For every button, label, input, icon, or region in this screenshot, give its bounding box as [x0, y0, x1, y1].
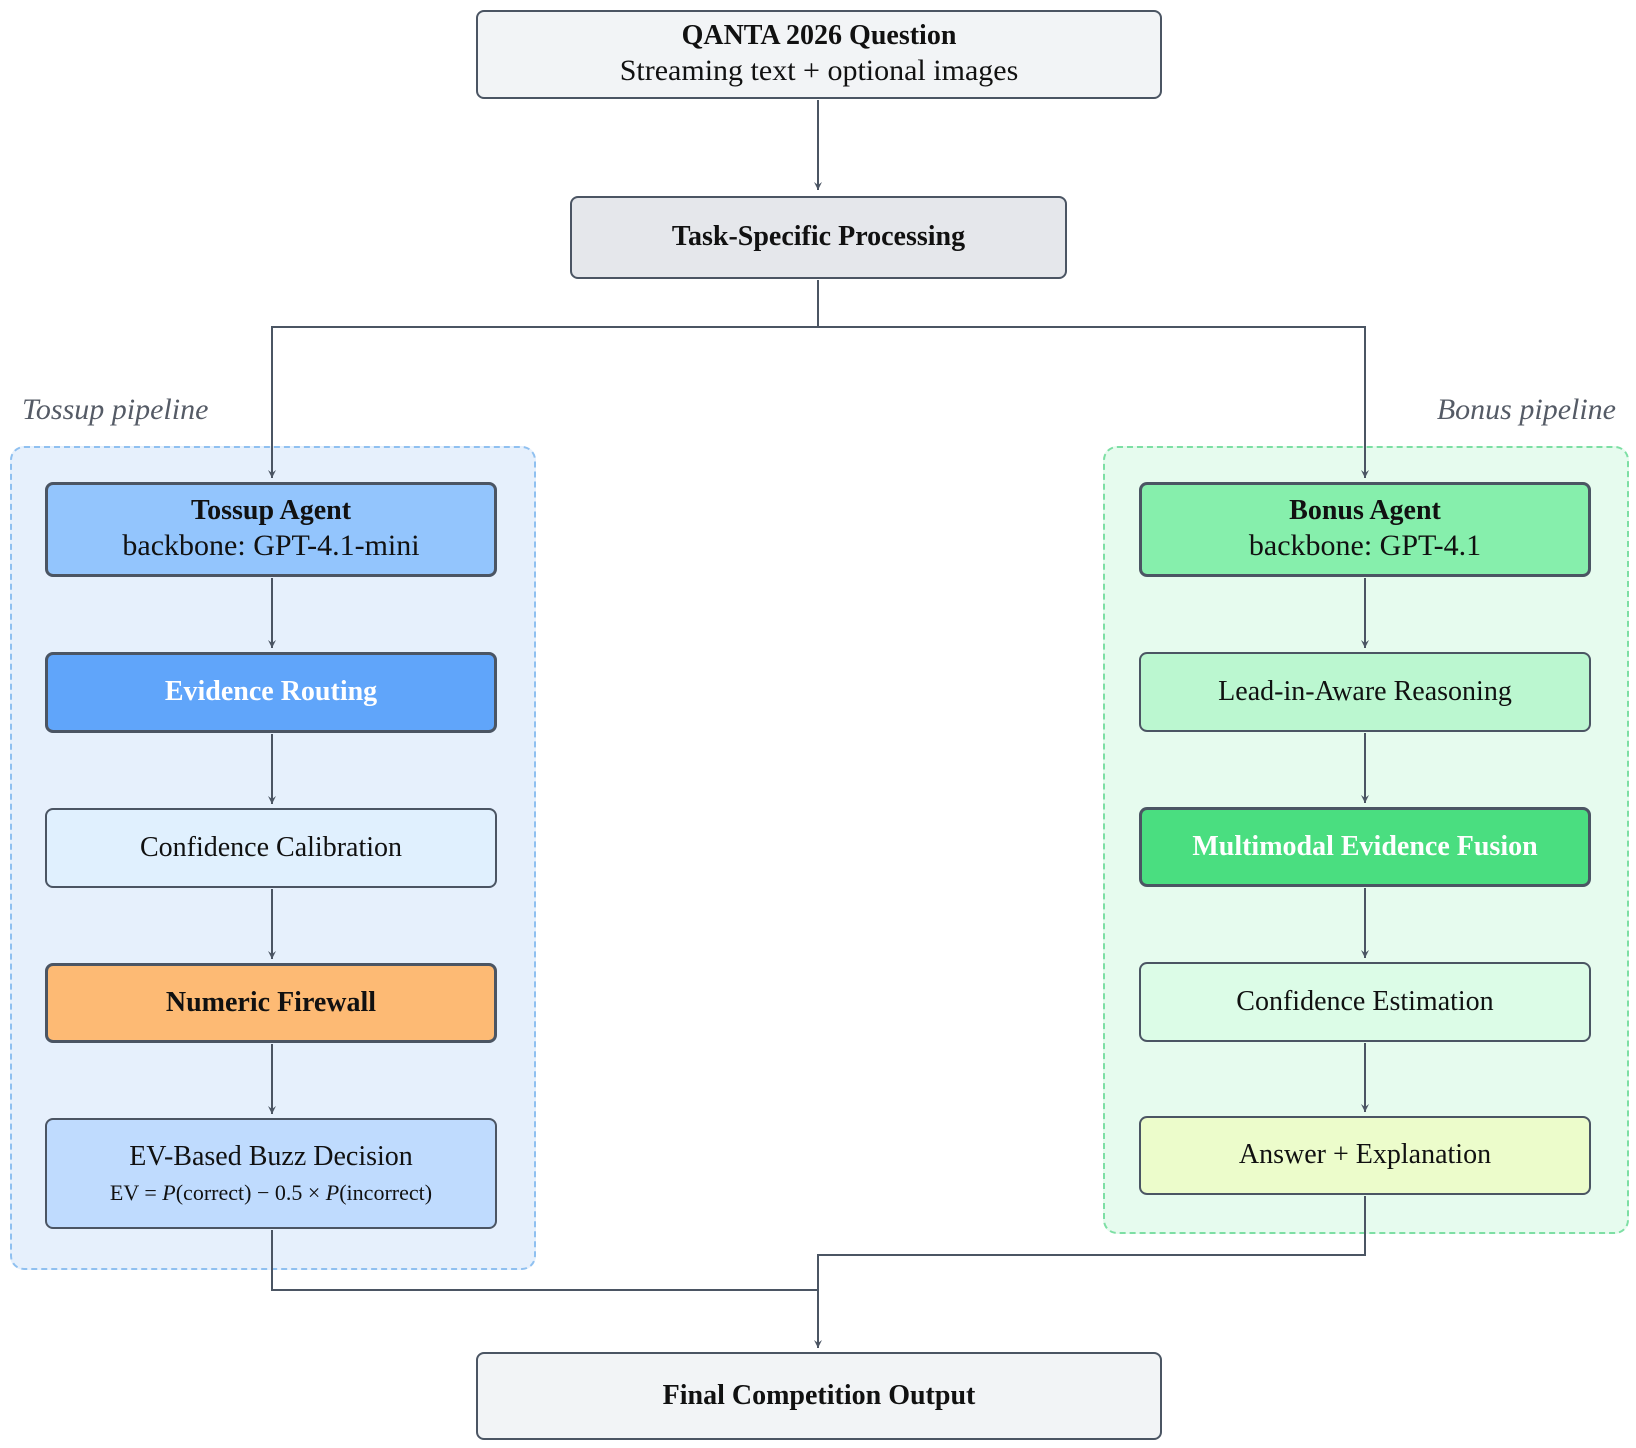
- ev-formula: EV = P(correct) − 0.5 × P(incorrect): [110, 1180, 432, 1207]
- bonus-agent-subtitle: backbone: GPT-4.1: [1248, 529, 1482, 563]
- evidence-routing-node: Evidence Routing: [45, 652, 497, 733]
- lead-in-label: Lead-in-Aware Reasoning: [1218, 675, 1512, 707]
- ev-formula-eq: =: [138, 1180, 163, 1206]
- edge-processing-to-bonus-agent: [818, 326, 1369, 478]
- question-node: QANTA 2026 Question Streaming text + opt…: [476, 10, 1162, 99]
- ev-formula-arg1: (correct): [175, 1180, 252, 1206]
- confidence-calibration-node: Confidence Calibration: [45, 808, 497, 888]
- edge-processing-to-tossup-agent: [268, 280, 819, 478]
- answer-label: Answer + Explanation: [1238, 1139, 1492, 1171]
- confidence-calibration-label: Confidence Calibration: [139, 831, 403, 863]
- question-subtitle: Streaming text + optional images: [619, 54, 1019, 88]
- edge-answer-to-final: [814, 1196, 1366, 1348]
- processing-label: Task-Specific Processing: [671, 221, 966, 253]
- tossup-agent-node: Tossup Agent backbone: GPT-4.1-mini: [45, 482, 497, 577]
- confidence-estimation-label: Confidence Estimation: [1236, 985, 1494, 1017]
- ev-formula-arg2: (incorrect): [339, 1180, 433, 1206]
- ev-decision-node: EV-Based Buzz Decision EV = P(correct) −…: [45, 1118, 497, 1229]
- processing-node: Task-Specific Processing: [570, 196, 1067, 279]
- tossup-agent-subtitle: backbone: GPT-4.1-mini: [122, 529, 420, 563]
- ev-formula-p1: P: [162, 1180, 176, 1206]
- edge-ev-decision-to-final: [271, 1230, 818, 1291]
- numeric-firewall-node: Numeric Firewall: [45, 963, 497, 1043]
- ev-formula-lhs: EV: [109, 1180, 139, 1206]
- question-title: QANTA 2026 Question: [681, 20, 957, 52]
- bonus-agent-node: Bonus Agent backbone: GPT-4.1: [1139, 482, 1591, 577]
- evidence-routing-label: Evidence Routing: [164, 676, 378, 708]
- tossup-pipeline-label: Tossup pipeline: [22, 393, 209, 426]
- answer-node: Answer + Explanation: [1139, 1116, 1591, 1195]
- multimodal-fusion-node: Multimodal Evidence Fusion: [1139, 807, 1591, 887]
- multimodal-fusion-label: Multimodal Evidence Fusion: [1192, 830, 1538, 862]
- ev-decision-title: EV-Based Buzz Decision: [129, 1141, 413, 1172]
- ev-formula-minus: − 0.5 ×: [251, 1180, 326, 1206]
- confidence-estimation-node: Confidence Estimation: [1139, 962, 1591, 1042]
- ev-formula-p2: P: [325, 1180, 340, 1206]
- bonus-agent-title: Bonus Agent: [1289, 495, 1441, 527]
- final-output-node: Final Competition Output: [476, 1352, 1162, 1440]
- tossup-agent-title: Tossup Agent: [190, 495, 352, 527]
- numeric-firewall-label: Numeric Firewall: [165, 986, 377, 1018]
- final-output-label: Final Competition Output: [662, 1379, 976, 1411]
- bonus-pipeline-label: Bonus pipeline: [1436, 393, 1616, 426]
- lead-in-node: Lead-in-Aware Reasoning: [1139, 652, 1591, 732]
